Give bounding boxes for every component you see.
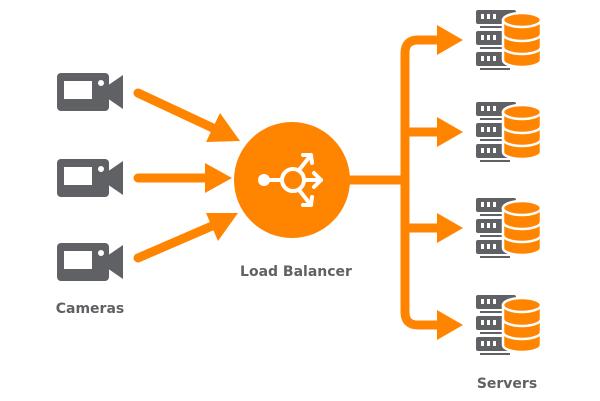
load-balancer-label: Load Balancer: [240, 264, 352, 280]
camera-1: [57, 73, 123, 111]
load-balancer: [234, 122, 350, 238]
video-camera-icon: [57, 159, 123, 197]
arrow-camera-3-to-lb: [133, 213, 238, 263]
server-database-icon: [474, 8, 543, 72]
server-database-icon: [474, 293, 543, 357]
server-4: [474, 293, 543, 357]
video-camera-icon: [57, 73, 123, 111]
server-database-icon: [474, 100, 543, 164]
server-1: [474, 8, 543, 72]
load-balancer-split-icon: [258, 153, 323, 207]
arrow-to-server-2: [437, 117, 463, 147]
arrow-to-server-3: [437, 213, 463, 243]
server-3: [474, 196, 543, 260]
server-2: [474, 100, 543, 164]
video-camera-icon: [57, 243, 123, 281]
arrow-to-server-4: [437, 310, 463, 340]
load-balancer-circle: [234, 122, 350, 238]
distribution-bus: [348, 35, 440, 330]
cameras-label: Cameras: [56, 301, 125, 317]
arrow-camera-2-to-lb: [133, 163, 232, 193]
arrow-to-server-1: [437, 25, 463, 55]
camera-2: [57, 159, 123, 197]
arrow-camera-1-to-lb: [133, 88, 240, 142]
camera-3: [57, 243, 123, 281]
servers-label: Servers: [477, 376, 537, 392]
server-database-icon: [474, 196, 543, 260]
